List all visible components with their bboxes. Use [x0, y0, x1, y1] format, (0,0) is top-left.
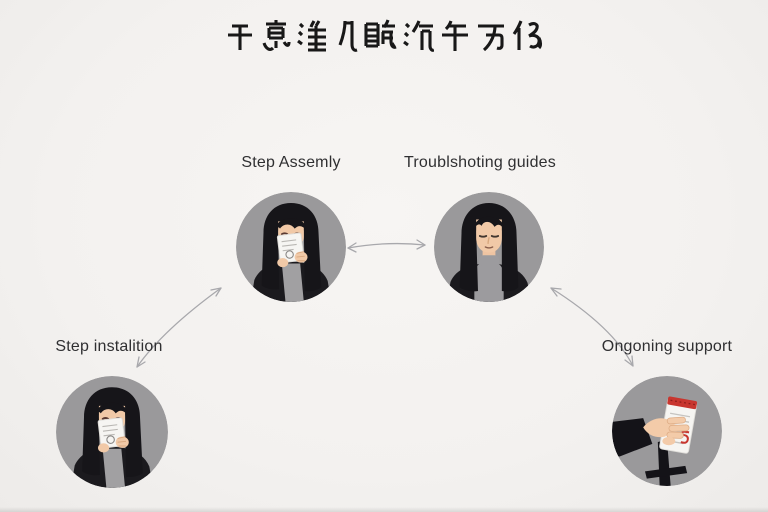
label-ongoing-support: Ongoning support — [601, 338, 733, 355]
title-glyph — [297, 20, 326, 52]
avatar-troubleshooting-guides — [434, 192, 544, 302]
avatar-step-installation — [56, 376, 168, 488]
title-glyph — [512, 20, 543, 50]
title-glyph — [228, 24, 252, 50]
woman-covering-face-with-paper-icon — [236, 192, 346, 302]
title-glyph — [364, 19, 397, 49]
page-title: 干悳潅爿馘沂午万仫 — [0, 16, 768, 54]
title-glyph — [403, 20, 434, 52]
avatar-ongoing-support — [612, 376, 722, 486]
title-glyph — [442, 20, 468, 51]
title-glyph — [338, 20, 358, 52]
arrow-troubleshooting-to-support — [550, 287, 634, 367]
woman-portrait-icon — [434, 192, 544, 302]
title-glyph — [478, 24, 504, 52]
avatar-step-assembly — [236, 192, 346, 302]
arrow-assembly-to-troubleshooting — [347, 239, 426, 253]
arrow-installation-to-assembly — [136, 287, 222, 368]
label-step-installation: Step instalition — [55, 338, 163, 355]
label-step-assembly: Step Assemly — [241, 154, 341, 171]
title-glyph — [262, 20, 291, 51]
woman-covering-face-with-paper-icon — [56, 376, 168, 488]
hand-holding-notepad-icon — [612, 376, 722, 486]
label-troubleshooting-guides: Troublshoting guides — [404, 154, 556, 171]
